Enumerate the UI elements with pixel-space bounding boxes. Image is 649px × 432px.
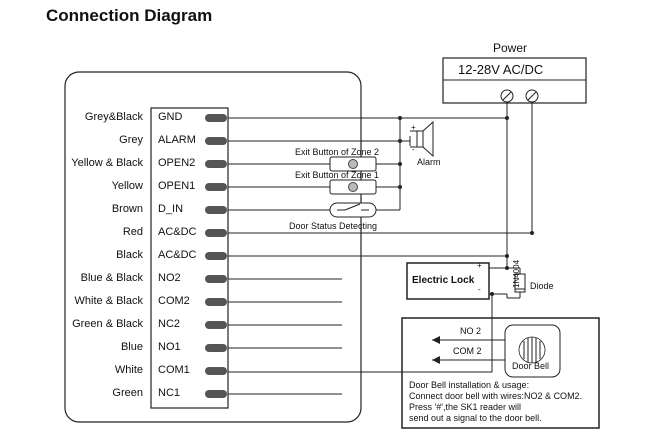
exit-button-zone-1: [329, 179, 377, 195]
wire-color-label: Blue: [120, 341, 143, 353]
alarm-minus-label: -: [412, 145, 415, 154]
pin-mark-6: [205, 252, 227, 260]
lock-plus-label: +: [477, 261, 482, 270]
electric-lock-box: [406, 262, 490, 300]
wire-color-label: Yellow & Black: [71, 157, 143, 169]
power-voltage: 12-28V AC/DC: [458, 62, 544, 77]
wire-color-label: Black: [116, 249, 143, 261]
pin-mark-9: [205, 321, 227, 329]
lock-plus-wire: [489, 256, 508, 269]
door-bell-note-2: Connect door bell with wires:NO2 & COM2.: [409, 391, 583, 401]
terminal-label: NO2: [158, 272, 181, 284]
alarm-speaker: [410, 120, 434, 158]
pin-mark-7: [205, 275, 227, 283]
door-bell-note-3: Press '#',the SK1 reader will: [409, 402, 521, 412]
pin-mark-0: [205, 114, 227, 122]
wire-color-label: Yellow: [111, 180, 143, 192]
terminal-label: AC&DC: [158, 249, 197, 261]
terminal-label: AC&DC: [158, 226, 197, 238]
wire-color-label: Brown: [111, 203, 143, 215]
terminal-label: COM1: [158, 364, 190, 376]
door-status-switch: [329, 202, 377, 218]
com2-label: COM 2: [453, 346, 482, 356]
terminal-label: OPEN1: [158, 180, 196, 192]
terminal-block: [150, 107, 229, 409]
pin-wires: [228, 278, 342, 395]
pin-mark-3: [205, 183, 227, 191]
pin-mark-4: [205, 206, 227, 214]
wire-color-label: Red: [122, 226, 143, 238]
door-bell-device: [504, 324, 561, 378]
alarm-label: Alarm: [417, 157, 441, 167]
exit-zone-1-label: Exit Button of Zone 1: [295, 170, 380, 180]
pin-mark-10: [205, 344, 227, 352]
exit-button-zone-2: [329, 156, 377, 172]
terminal-label: D_IN: [158, 203, 184, 215]
wire-color-label: White & Black: [74, 295, 143, 307]
terminal-label: ALARM: [158, 134, 196, 146]
pin-mark-11: [205, 367, 227, 375]
diode-part-label: 1N4004: [512, 259, 521, 288]
page-title: Connection Diagram: [46, 6, 213, 25]
wire-color-label: White: [114, 364, 143, 376]
wire-color-label: Grey: [119, 134, 143, 146]
electric-lock-label: Electric Lock: [412, 275, 475, 286]
wire-color-label: Grey&Black: [84, 111, 143, 123]
exit-zone-2-label: Exit Button of Zone 2: [295, 147, 380, 157]
door-bell-speaker-icon: [518, 336, 546, 364]
pin-mark-1: [205, 137, 227, 145]
lock-minus-label: -: [478, 285, 481, 294]
alarm-plus-label: +: [411, 123, 416, 132]
door-bell-label: Door Bell: [512, 361, 550, 371]
pin-mark-12: [205, 390, 227, 398]
no2-label: NO 2: [460, 326, 482, 336]
pin-mark-5: [205, 229, 227, 237]
diode-label: Diode: [530, 281, 554, 291]
power-screw-left: [500, 89, 514, 103]
terminal-label: NC2: [158, 318, 181, 330]
wire-color-label: Green & Black: [72, 318, 143, 330]
wire-color-label: Blue & Black: [80, 272, 143, 284]
com1-wire: [228, 294, 493, 373]
door-bell-note-4: send out a signal to the door bell.: [409, 413, 542, 423]
terminal-label: NC1: [158, 387, 181, 399]
controller-body: [64, 71, 362, 423]
pin-mark-8: [205, 298, 227, 306]
terminal-label: OPEN2: [158, 157, 196, 169]
door-bell-panel: [401, 317, 600, 429]
door-bell-note-1: Door Bell installation & usage:: [409, 380, 530, 390]
power-label: Power: [493, 41, 528, 55]
door-status-label: Door Status Detecting: [289, 221, 378, 231]
pin-mark-2: [205, 160, 227, 168]
wire-color-label: Green: [112, 387, 143, 399]
power-wire-red: [228, 102, 533, 234]
terminal-label: COM2: [158, 295, 190, 307]
pin-marks: [205, 114, 227, 398]
terminal-label: NO1: [158, 341, 181, 353]
power-screw-right: [525, 89, 539, 103]
terminal-label: GND: [158, 111, 183, 123]
